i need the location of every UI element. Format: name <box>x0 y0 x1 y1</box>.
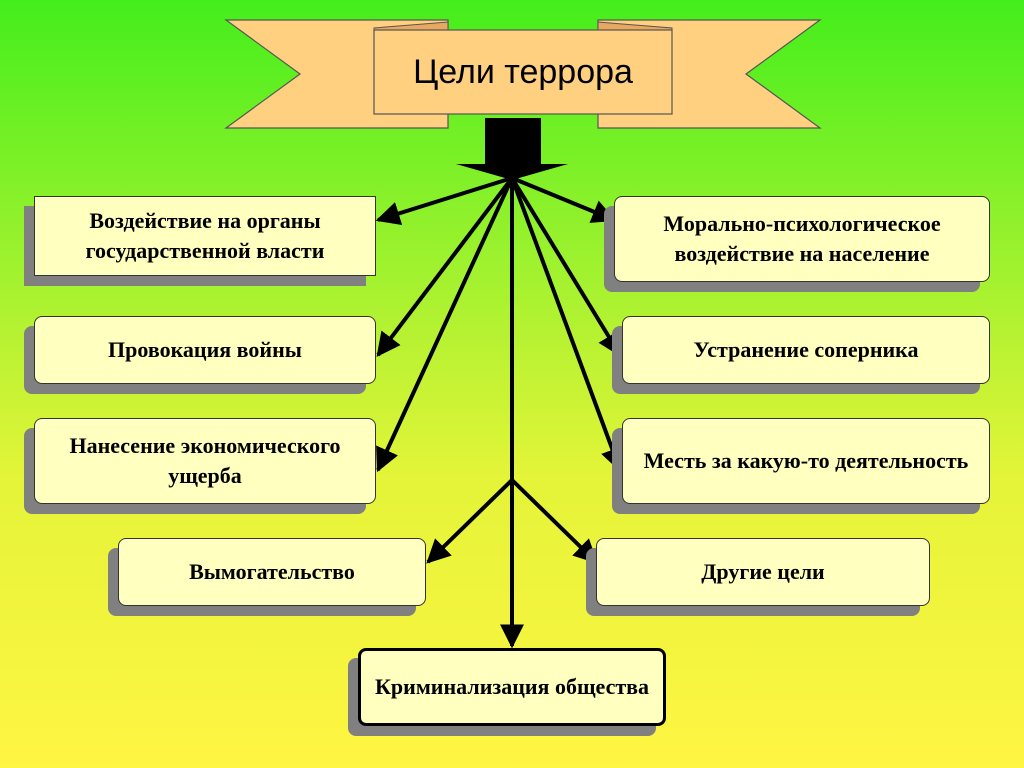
connectors <box>375 176 624 649</box>
arrow-revenge <box>510 177 624 473</box>
goal-extortion: Вымогательство <box>118 538 426 606</box>
goal-rival-elimination: Устранение соперника <box>622 316 990 384</box>
down-block-arrow <box>456 118 568 180</box>
goal-criminalization: Криминализация общества <box>358 648 666 726</box>
arrow-other-goals <box>510 478 598 564</box>
goal-moral-influence: Морально-психологическое воздействие на … <box>614 196 990 282</box>
goal-economic-damage: Нанесение экономического ущерба <box>34 418 376 504</box>
arrow-moral-influence <box>511 176 617 223</box>
goal-war-provocation: Провокация войны <box>34 316 376 384</box>
arrow-rival-elimination <box>510 176 622 358</box>
diagram-title: Цели террора <box>413 52 633 91</box>
arrow-war-provocation <box>376 176 514 357</box>
arrow-gov-influence <box>375 176 513 225</box>
arrow-extortion <box>426 478 514 564</box>
goal-gov-influence: Воздействие на органы государственной вл… <box>34 196 376 276</box>
goal-revenge: Месть за какую-то деятельность <box>622 418 990 504</box>
arrow-economic-damage <box>376 177 514 473</box>
title-banner <box>224 19 822 129</box>
goal-other-goals: Другие цели <box>596 538 930 606</box>
banner-center <box>373 29 673 115</box>
